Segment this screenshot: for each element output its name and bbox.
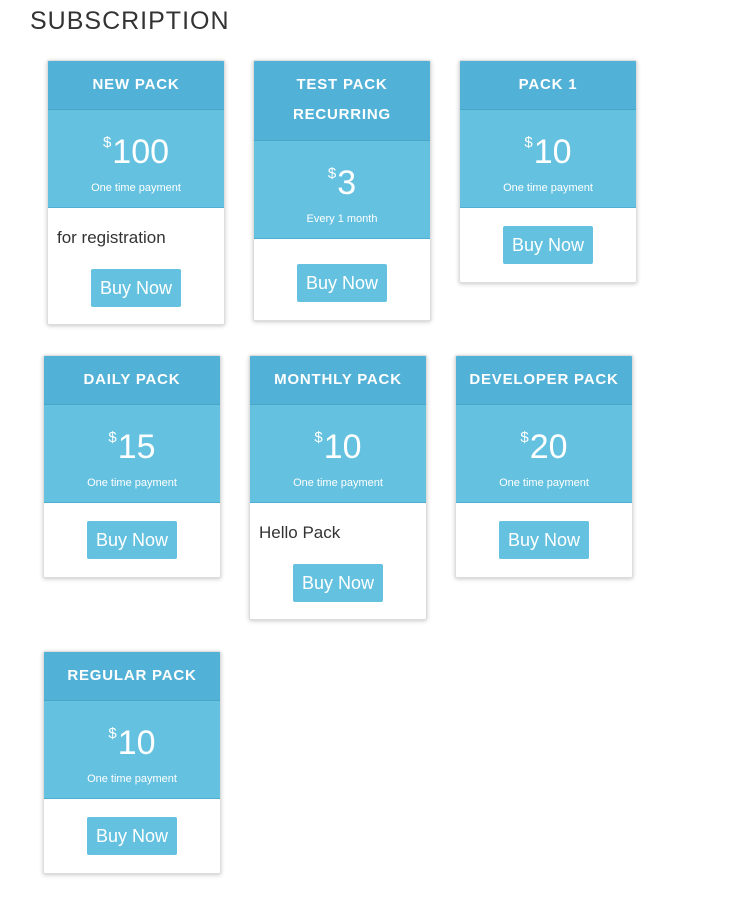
price-amount: 15 xyxy=(117,428,156,466)
plan-price: $15 xyxy=(44,418,220,467)
plan-price: $20 xyxy=(456,418,632,467)
payment-note: One time payment xyxy=(503,182,593,194)
payment-note: One time payment xyxy=(87,477,177,489)
currency-symbol: $ xyxy=(327,165,337,182)
price-box: $10 One time payment xyxy=(460,110,636,208)
payment-note: One time payment xyxy=(87,773,177,785)
card-body: Buy Now xyxy=(460,208,636,282)
plan-description: Hello Pack xyxy=(259,523,341,542)
currency-symbol: $ xyxy=(102,134,112,151)
payment-note: One time payment xyxy=(91,182,181,194)
currency-symbol: $ xyxy=(108,725,117,742)
plan-card-pack-1: PACK 1 $10 One time payment Buy Now xyxy=(459,60,637,283)
plan-card-regular-pack: REGULAR PACK $10 One time payment Buy No… xyxy=(43,651,221,874)
price-box: $3 Every 1 month xyxy=(254,141,430,239)
buy-now-button[interactable]: Buy Now xyxy=(90,269,182,307)
plan-price: $10 xyxy=(460,123,636,172)
buy-now-button[interactable]: Buy Now xyxy=(292,564,384,602)
price-box: $100 One time payment xyxy=(48,110,224,208)
plan-price: $3 xyxy=(254,154,430,203)
price-box: $10 One time payment xyxy=(250,405,426,503)
card-body: Buy Now xyxy=(456,503,632,577)
price-amount: 10 xyxy=(117,724,156,762)
plan-card-test-pack-recurring: TEST PACK RECURRING $3 Every 1 month Buy… xyxy=(253,60,431,321)
payment-note: Every 1 month xyxy=(306,213,378,225)
payment-note: One time payment xyxy=(499,477,589,489)
plan-price: $100 xyxy=(48,123,224,172)
price-amount: 20 xyxy=(529,428,568,466)
price-box: $10 One time payment xyxy=(44,701,220,799)
card-body: Buy Now xyxy=(44,799,220,873)
plan-name: DEVELOPER PACK xyxy=(456,356,632,405)
currency-symbol: $ xyxy=(108,429,117,446)
price-box: $15 One time payment xyxy=(44,405,220,503)
card-body: Buy Now xyxy=(44,503,220,577)
plan-name: TEST PACK RECURRING xyxy=(254,61,430,141)
price-amount: 10 xyxy=(323,428,362,466)
currency-symbol: $ xyxy=(314,429,323,446)
price-amount: 3 xyxy=(337,164,357,202)
price-amount: 10 xyxy=(533,133,572,171)
plan-name: DAILY PACK xyxy=(44,356,220,405)
currency-symbol: $ xyxy=(524,134,533,151)
card-body: Buy Now xyxy=(254,239,430,320)
buy-now-button[interactable]: Buy Now xyxy=(502,226,594,264)
plan-name: REGULAR PACK xyxy=(44,652,220,701)
plan-price: $10 xyxy=(44,714,220,763)
plan-card-daily-pack: DAILY PACK $15 One time payment Buy Now xyxy=(43,355,221,578)
currency-symbol: $ xyxy=(520,429,529,446)
buy-now-button[interactable]: Buy Now xyxy=(498,521,590,559)
card-body: for registration Buy Now xyxy=(48,208,224,324)
card-body: Hello Pack Buy Now xyxy=(250,503,426,619)
plan-card-new-pack: NEW PACK $100 One time payment for regis… xyxy=(47,60,225,325)
plan-card-developer-pack: DEVELOPER PACK $20 One time payment Buy … xyxy=(455,355,633,578)
buy-now-button[interactable]: Buy Now xyxy=(296,264,388,302)
buy-now-button[interactable]: Buy Now xyxy=(86,521,178,559)
plan-name: PACK 1 xyxy=(460,61,636,110)
price-amount: 100 xyxy=(112,133,170,171)
plan-description: for registration xyxy=(57,228,166,247)
plan-name: MONTHLY PACK xyxy=(250,356,426,405)
price-box: $20 One time payment xyxy=(456,405,632,503)
plan-price: $10 xyxy=(250,418,426,467)
buy-now-button[interactable]: Buy Now xyxy=(86,817,178,855)
plan-card-monthly-pack: MONTHLY PACK $10 One time payment Hello … xyxy=(249,355,427,620)
payment-note: One time payment xyxy=(293,477,383,489)
plan-name: NEW PACK xyxy=(48,61,224,110)
page-title: SUBSCRIPTION xyxy=(30,7,230,35)
